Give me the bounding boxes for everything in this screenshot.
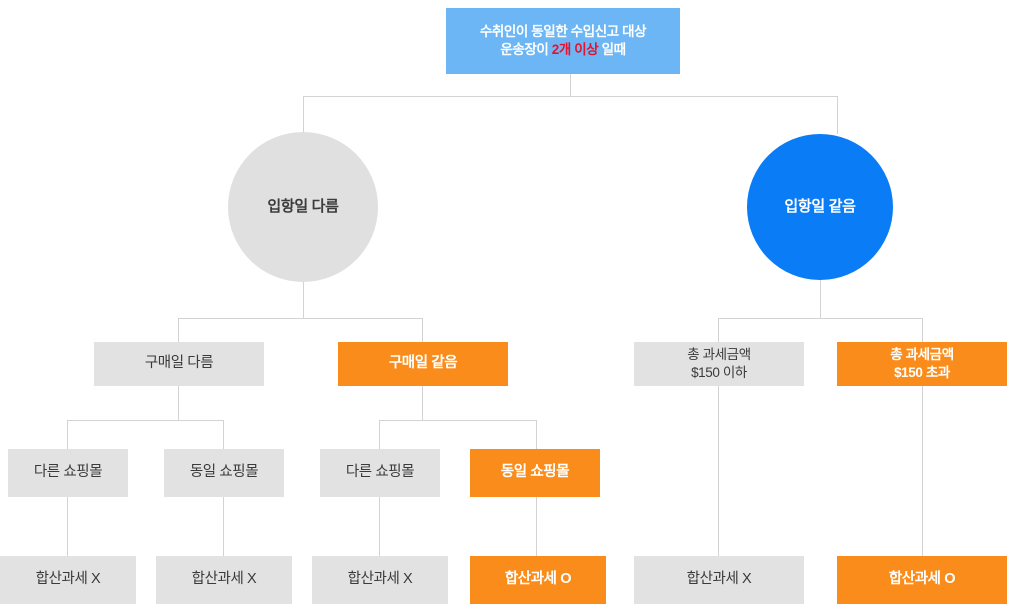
connector-to-mall-3 bbox=[379, 420, 380, 449]
node-label-line-1: 총 과세금액 bbox=[687, 347, 751, 363]
connector-tax-over-to-result bbox=[922, 386, 923, 556]
connector-left-circle-stem bbox=[303, 282, 304, 318]
connector-mall-4-to-result bbox=[536, 497, 537, 556]
connector-mall-1-to-result bbox=[67, 497, 68, 556]
node-arrival-date-same: 입항일 같음 bbox=[747, 134, 893, 280]
connector-right-circle-stem bbox=[820, 278, 821, 318]
node-label: 입항일 다름 bbox=[267, 198, 339, 216]
node-result-4: 합산과세 O bbox=[470, 556, 606, 604]
connector-to-purchase-diff bbox=[178, 318, 179, 342]
node-result-6: 합산과세 O bbox=[837, 556, 1007, 604]
connector-to-mall-2 bbox=[223, 420, 224, 449]
connector-mall-2-to-result bbox=[223, 497, 224, 556]
node-result-2: 합산과세 X bbox=[156, 556, 292, 604]
node-label: 합산과세 O bbox=[504, 571, 572, 588]
node-mall-same-2: 동일 쇼핑몰 bbox=[470, 449, 600, 497]
connector-purchase-diff-stem bbox=[178, 386, 179, 420]
connector-mall-3-to-result bbox=[379, 497, 380, 556]
node-label: 다른 쇼핑몰 bbox=[33, 464, 103, 481]
connector-root-stem bbox=[570, 74, 571, 96]
connector-left-circle-bus bbox=[178, 318, 423, 319]
node-label: 구매일 같음 bbox=[388, 355, 458, 372]
node-result-3: 합산과세 X bbox=[312, 556, 448, 604]
connector-root-to-right-circle bbox=[837, 96, 838, 134]
connector-to-tax-under bbox=[718, 318, 719, 342]
connector-purchase-same-stem bbox=[422, 386, 423, 420]
node-result-1: 합산과세 X bbox=[0, 556, 136, 604]
connector-to-mall-4 bbox=[536, 420, 537, 449]
node-mall-same-1: 동일 쇼핑몰 bbox=[164, 449, 284, 497]
root-highlight: 2개 이상 bbox=[551, 42, 599, 57]
node-purchase-date-same: 구매일 같음 bbox=[338, 342, 508, 386]
node-label-line-2: $150 이하 bbox=[691, 365, 747, 380]
connector-purchase-diff-bus bbox=[67, 420, 223, 421]
node-arrival-date-different: 입항일 다름 bbox=[228, 132, 378, 282]
root-line-2-post: 일때 bbox=[598, 42, 626, 57]
node-label: 합산과세 X bbox=[191, 571, 257, 588]
node-total-tax-under-150: 총 과세금액 $150 이하 bbox=[634, 342, 804, 386]
node-label: 다른 쇼핑몰 bbox=[345, 464, 415, 481]
connector-to-tax-over bbox=[922, 318, 923, 342]
node-result-5: 합산과세 X bbox=[634, 556, 804, 604]
node-label: 동일 쇼핑몰 bbox=[189, 464, 259, 481]
root-line-2: 운송장이 2개 이상 일때 bbox=[480, 41, 646, 59]
root-node: 수취인이 동일한 수입신고 대상 운송장이 2개 이상 일때 bbox=[446, 8, 680, 74]
node-label: 합산과세 X bbox=[35, 571, 101, 588]
node-label-line-2: $150 초과 bbox=[894, 365, 950, 380]
node-mall-different-1: 다른 쇼핑몰 bbox=[8, 449, 128, 497]
node-purchase-date-different: 구매일 다름 bbox=[94, 342, 264, 386]
node-label: 합산과세 X bbox=[347, 571, 413, 588]
connector-to-mall-1 bbox=[67, 420, 68, 449]
node-label: 동일 쇼핑몰 bbox=[500, 464, 570, 481]
connector-tax-under-to-result bbox=[718, 386, 719, 556]
node-label: 합산과세 X bbox=[686, 571, 752, 588]
node-label: 입항일 같음 bbox=[784, 198, 856, 216]
node-total-tax-over-150: 총 과세금액 $150 초과 bbox=[837, 342, 1007, 386]
root-line-1: 수취인이 동일한 수입신고 대상 bbox=[479, 24, 647, 40]
connector-purchase-same-bus bbox=[379, 420, 536, 421]
connector-to-purchase-same bbox=[422, 318, 423, 342]
node-label-line-1: 총 과세금액 bbox=[890, 347, 954, 363]
node-mall-different-2: 다른 쇼핑몰 bbox=[320, 449, 440, 497]
root-line-2-pre: 운송장이 bbox=[500, 42, 552, 57]
node-label: 합산과세 O bbox=[888, 571, 956, 588]
connector-root-bus bbox=[303, 96, 838, 97]
node-label: 구매일 다름 bbox=[144, 355, 214, 372]
connector-root-to-left-circle bbox=[303, 96, 304, 132]
connector-right-circle-bus bbox=[718, 318, 922, 319]
